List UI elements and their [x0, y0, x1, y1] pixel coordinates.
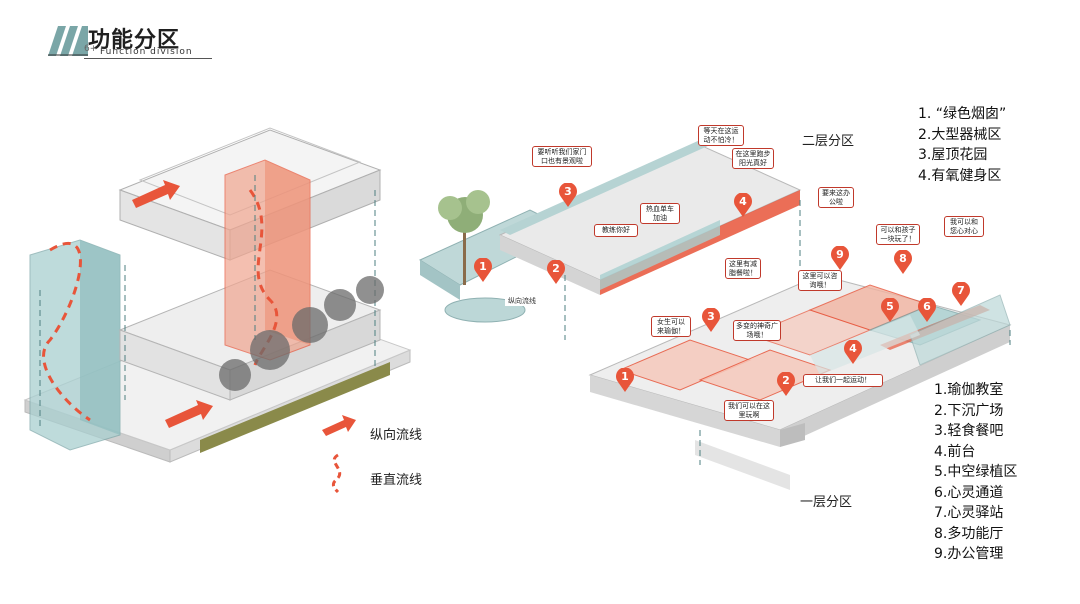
- horizontal-flow-arrow: [132, 180, 213, 428]
- floor2-zone-list: 1. “绿色烟囱” 2.大型器械区 3.屋顶花园 4.有氧健身区: [918, 104, 1006, 186]
- floor1-zone-item: 9.办公管理: [934, 546, 1004, 562]
- vertical-flow-path: [42, 241, 91, 422]
- floor2-zone-item: 1. “绿色烟囱”: [918, 106, 1007, 122]
- horizontal-flow-icon: [322, 415, 356, 436]
- page-subtitle: Function division: [100, 47, 193, 57]
- building-axonometric: [23, 127, 412, 463]
- floor2-bubble-1: 要听听我们家门口也有景观啦: [532, 146, 592, 167]
- floor2-flow-label: 纵向流线: [505, 296, 539, 306]
- floor1-pin-1: 1: [615, 367, 635, 392]
- floor1-bubble-7: 多变的神奇广场哦！: [733, 320, 781, 341]
- floor1-pin-5: 5: [880, 297, 900, 322]
- floor1-pin-6: 6: [917, 297, 937, 322]
- floor1-pin-8: 8: [893, 249, 913, 274]
- floor1-pin-9: 9: [830, 245, 850, 270]
- floor1-pin-2: 2: [776, 371, 796, 396]
- flow-legend-icons: [322, 415, 356, 494]
- floor1-pin-7: 7: [951, 281, 971, 306]
- floor1-bubble-1: 要来这办公啦: [818, 187, 854, 208]
- title-underline: [84, 58, 212, 59]
- floor1-zone-item: 1.瑜伽教室: [934, 382, 1004, 398]
- floor2-bubble-3: 在这里跑步阳光真好: [732, 148, 774, 169]
- floor2-pin-1: 1: [473, 257, 493, 282]
- floor1-bubble-2: 可以和孩子一块玩了！: [876, 224, 920, 245]
- floor1-bubble-6: 女生可以来瑜伽！: [651, 316, 691, 337]
- floor2-zone-item: 3.屋顶花园: [918, 147, 988, 163]
- floor2-zone-item: 4.有氧健身区: [918, 167, 1002, 184]
- floor1-zone-item: 3.轻食餐吧: [934, 423, 1004, 439]
- floor1-zone-item: 5.中空绿植区: [934, 464, 1018, 480]
- floor2-bubble-4: 热血单车加油: [640, 203, 680, 224]
- logo-icon: [48, 26, 88, 56]
- floor2-zone-item: 2.大型器械区: [918, 126, 1002, 143]
- floor2-pin-4: 4: [733, 192, 753, 217]
- floor1-bubble-4: 这里有减脂餐啦！: [725, 258, 761, 279]
- floor1-label: 一层分区: [800, 495, 853, 510]
- floor1-bubble-8: 让我们一起运动！: [803, 374, 883, 387]
- floor2-pin-3: 3: [558, 182, 578, 207]
- floor2-bubble-5: 教练你好: [594, 224, 638, 237]
- floor2-pin-2: 2: [546, 259, 566, 284]
- floor1-zone-item: 4.前台: [934, 443, 976, 460]
- floor1-zone-item: 8.多功能厅: [934, 525, 1004, 542]
- page-title: 功能分区: [88, 28, 181, 53]
- title-badge: 6+: [84, 44, 98, 54]
- floor1-zone-list: 1.瑜伽教室 2.下沉广场 3.轻食餐吧 4.前台 5.中空绿植区 6.心灵通道…: [934, 380, 1017, 565]
- floor1-bubble-9: 我们可以在这里玩啊: [724, 400, 774, 421]
- floor1-pin-3: 3: [701, 307, 721, 332]
- title-logo: [48, 22, 218, 62]
- vertical-flow-icon: [331, 453, 342, 494]
- floor1-pin-4: 4: [843, 339, 863, 364]
- floor1-plan: [588, 274, 1012, 490]
- floor1-bubble-5: 这里可以咨询哦！: [798, 270, 842, 291]
- floor2-bubble-2: 等天在这运动不怕冷！: [698, 125, 744, 146]
- legend-vertical-flow: 垂直流线: [370, 473, 423, 488]
- floor1-zone-item: 7.心灵驿站: [934, 505, 1004, 521]
- legend-horizontal-flow: 纵向流线: [370, 428, 423, 443]
- floor1-zone-item: 2.下沉广场: [934, 402, 1004, 419]
- floor1-zone-item: 6.心灵通道: [934, 484, 1004, 501]
- floor2-label: 二层分区: [802, 134, 855, 149]
- floor1-bubble-3: 我可以和您心对心: [944, 216, 984, 237]
